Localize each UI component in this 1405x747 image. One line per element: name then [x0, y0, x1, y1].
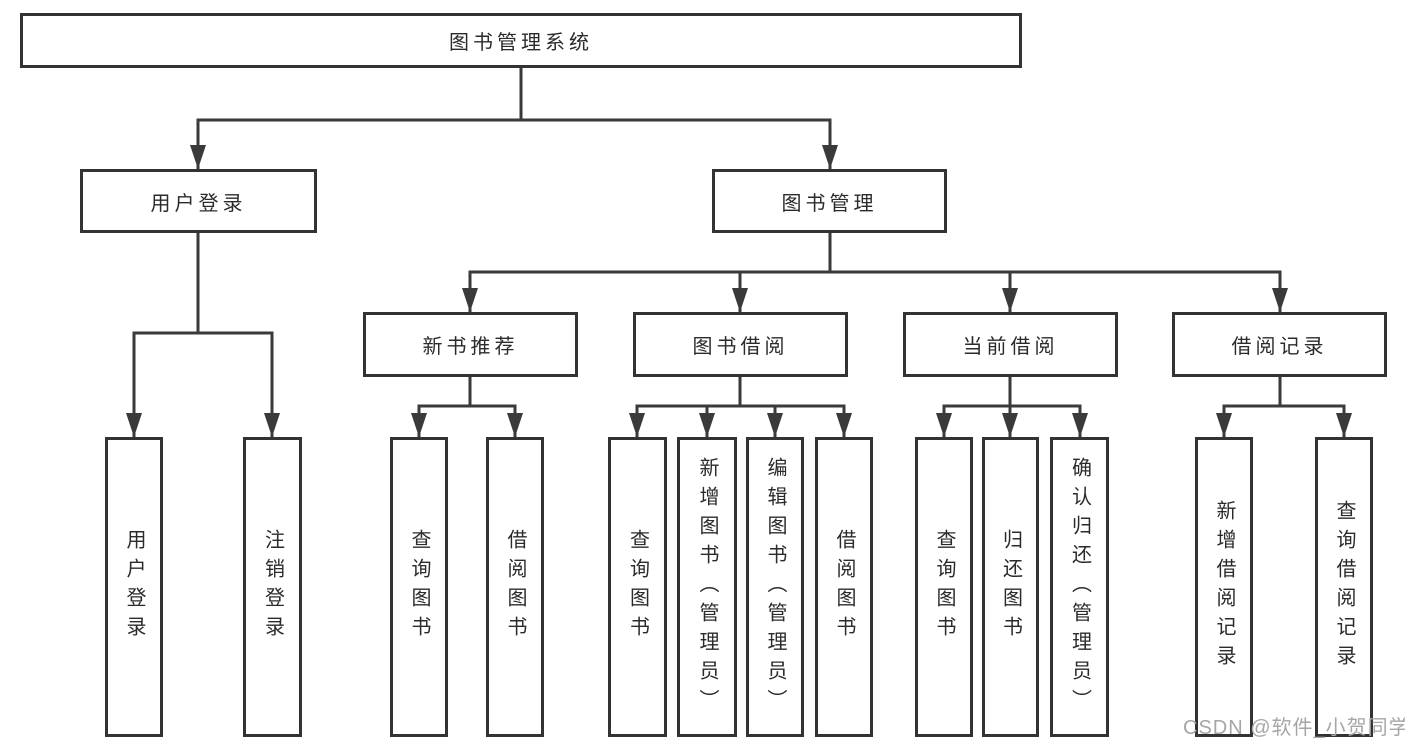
node-bb-add: 新增图书（管理员）: [677, 437, 737, 737]
node-book-borrow: 图书借阅: [633, 312, 848, 377]
node-logout: 注销登录: [243, 437, 302, 737]
node-br-add: 新增借阅记录: [1195, 437, 1253, 737]
node-bb-edit: 编辑图书（管理员）: [746, 437, 804, 737]
csdn-watermark: CSDN @软件_小贺同学: [1183, 717, 1405, 739]
node-borrow-records: 借阅记录: [1172, 312, 1387, 377]
node-login: 用户登录: [105, 437, 163, 737]
edge-root-to-user-login: [190, 68, 523, 169]
edge-user-login-to-logout: [196, 233, 280, 437]
node-new-book-rec: 新书推荐: [363, 312, 578, 377]
edge-book-mgmt-to-borrow-records: [828, 233, 1288, 312]
node-cb-return: 归还图书: [982, 437, 1039, 737]
edge-current-borrow-to-cb-confirm: [1008, 377, 1088, 437]
node-book-mgmt: 图书管理: [712, 169, 947, 233]
edge-borrow-records-to-br-add: [1216, 377, 1282, 437]
node-nbr-borrow: 借阅图书: [486, 437, 544, 737]
edge-book-borrow-to-bb-lend: [738, 377, 852, 437]
edge-book-borrow-to-bb-add: [699, 377, 742, 437]
node-root: 图书管理系统: [20, 13, 1022, 68]
edge-new-book-rec-to-nbr-borrow: [468, 377, 523, 437]
edge-new-book-rec-to-nbr-query: [411, 377, 472, 437]
edge-root-to-book-mgmt: [519, 68, 838, 169]
node-cb-query: 查询图书: [915, 437, 973, 737]
node-nbr-query: 查询图书: [390, 437, 448, 737]
node-user-login: 用户登录: [80, 169, 317, 233]
node-br-query: 查询借阅记录: [1315, 437, 1373, 737]
edge-book-mgmt-to-book-borrow: [732, 233, 832, 312]
node-bb-query: 查询图书: [608, 437, 667, 737]
edge-borrow-records-to-br-query: [1278, 377, 1352, 437]
edge-user-login-to-login: [126, 233, 200, 437]
edge-current-borrow-to-cb-query: [936, 377, 1012, 437]
node-cb-confirm: 确认归还（管理员）: [1050, 437, 1109, 737]
node-current-borrow: 当前借阅: [903, 312, 1118, 377]
node-bb-lend: 借阅图书: [815, 437, 873, 737]
